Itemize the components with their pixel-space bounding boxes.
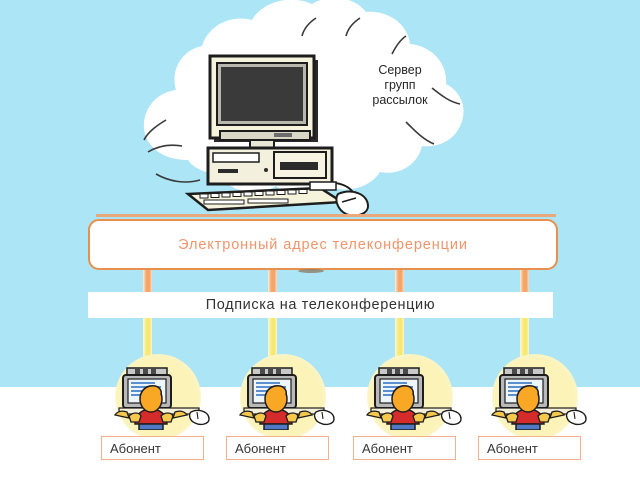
- subscriber-node-4: Абонент: [472, 354, 604, 468]
- subscriber-label: Абонент: [362, 440, 413, 456]
- subscriber-label-box: Абонент: [101, 436, 204, 460]
- subscriber-label-box: Абонент: [478, 436, 581, 460]
- desk-surface-line: [96, 214, 556, 217]
- subscriber-node-1: Абонент: [95, 354, 227, 468]
- cord-shadow-mark: [298, 269, 324, 273]
- address-box-label: Электронный адрес телеконференции: [178, 236, 468, 253]
- subscriber-label: Абонент: [487, 440, 538, 456]
- subscriber-label: Абонент: [110, 440, 161, 456]
- address-box: Электронный адрес телеконференции: [88, 219, 558, 270]
- subscriber-node-3: Абонент: [347, 354, 479, 468]
- subscriber-label-box: Абонент: [226, 436, 329, 460]
- user-at-computer-icon: [105, 364, 217, 430]
- subscriber-label: Абонент: [235, 440, 286, 456]
- user-at-computer-icon: [230, 364, 342, 430]
- connector-orange-4: [520, 268, 529, 292]
- subscription-bar-label: Подписка на телеконференцию: [205, 297, 436, 313]
- server-label: Сервер групп рассылок: [372, 63, 428, 107]
- subscription-bar: Подписка на телеконференцию: [88, 292, 553, 318]
- subscriber-label-box: Абонент: [353, 436, 456, 460]
- connector-orange-3: [395, 268, 404, 292]
- connector-orange-1: [143, 268, 152, 292]
- subscriber-node-2: Абонент: [220, 354, 352, 468]
- desktop-computer-icon: [170, 36, 390, 216]
- user-at-computer-icon: [357, 364, 469, 430]
- connector-orange-2: [268, 268, 277, 292]
- user-at-computer-icon: [482, 364, 594, 430]
